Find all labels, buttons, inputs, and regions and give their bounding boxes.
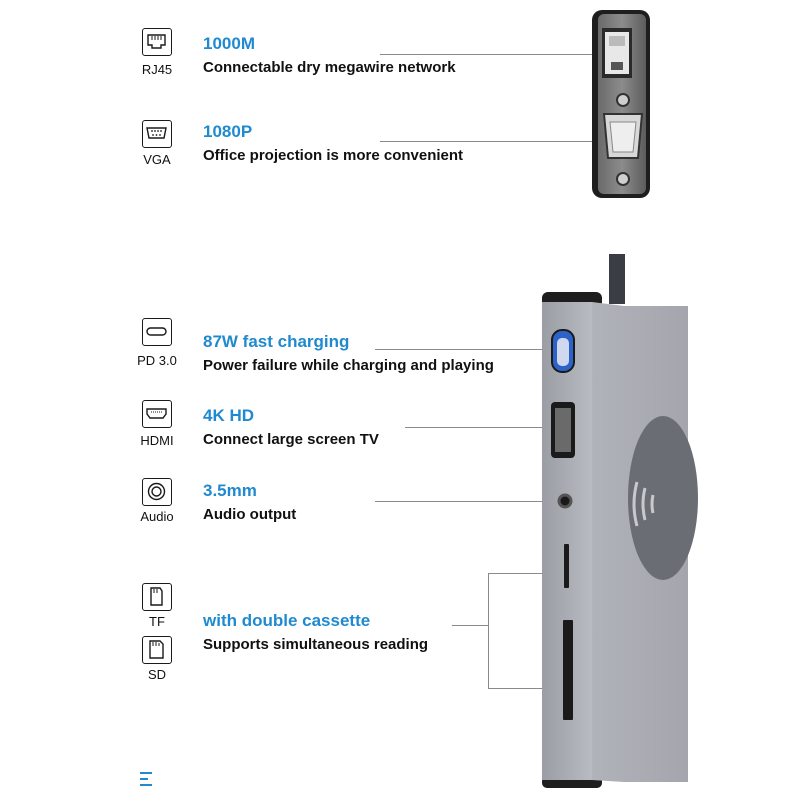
card-reader-headline: with double cassette [203, 611, 371, 630]
sd-label: SD [147, 667, 167, 682]
usb-hub-device [542, 292, 698, 788]
card-reader-leader-line [452, 625, 489, 626]
card-reader-bracket [488, 573, 489, 688]
hdmi-description: Connect large screen TV [203, 431, 379, 448]
audio-jack-icon [142, 478, 172, 506]
vga-leader-line [380, 141, 602, 142]
vga-label: VGA [143, 152, 171, 167]
hdmi-label: HDMI [140, 433, 174, 448]
rj45-vga-connector-end [592, 10, 650, 198]
pd-headline: 87W fast charging [203, 332, 350, 351]
sd-card-icon [142, 636, 172, 664]
cable [609, 254, 625, 304]
tf-card-icon [142, 583, 172, 611]
hdmi-port-icon [142, 400, 172, 428]
usb-c-port-icon [142, 318, 172, 346]
card-reader-bracket-bottom [488, 688, 545, 689]
audio-label: Audio [140, 509, 174, 524]
vga-headline: 1080P [203, 122, 253, 141]
audio-leader-line [375, 501, 545, 502]
vga-description: Office projection is more convenient [203, 147, 464, 164]
pd-description: Power failure while charging and playing [203, 357, 494, 374]
menu-icon [140, 772, 152, 786]
rj45-leader-line [380, 54, 608, 55]
rj45-description: Connectable dry megawire network [203, 59, 456, 76]
tf-label: TF [149, 614, 165, 629]
pd-leader-line [375, 349, 553, 350]
audio-description: Audio output [203, 506, 297, 523]
pd-label: PD 3.0 [137, 353, 177, 368]
card-reader-bracket-top [488, 573, 545, 574]
rj45-port-icon [142, 28, 172, 56]
rj45-headline: 1000M [203, 34, 255, 53]
hdmi-leader-line [405, 427, 550, 428]
vga-port-icon [142, 120, 172, 148]
hdmi-headline: 4K HD [203, 406, 255, 425]
audio-headline: 3.5mm [203, 481, 257, 500]
card-reader-description: Supports simultaneous reading [203, 636, 429, 653]
rj45-label: RJ45 [141, 62, 173, 77]
